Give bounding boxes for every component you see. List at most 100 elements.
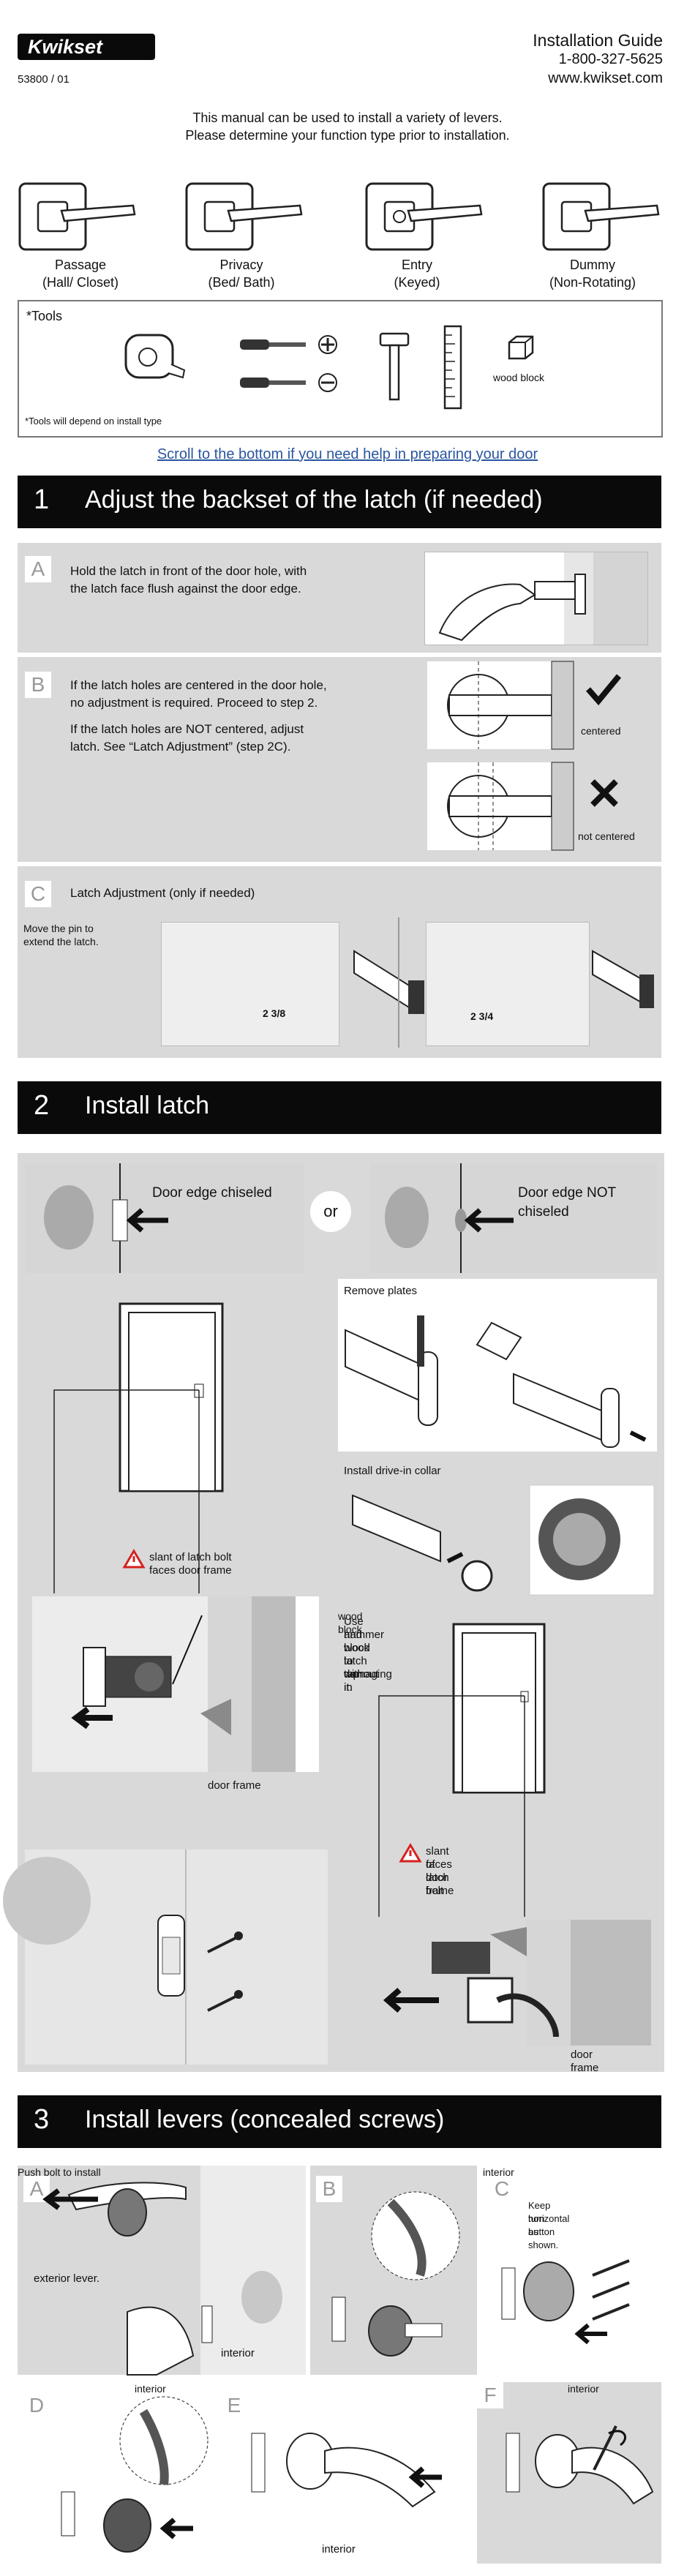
remove-plates-label: Remove plates <box>344 1285 418 1297</box>
tools-note: *Tools will depend on install type <box>25 416 162 427</box>
door-outline-small-icon <box>452 1623 546 1794</box>
step-1a-text-1: Hold the latch in front of the door hole… <box>70 564 307 578</box>
not-chiseled-label-1: Door edge NOT <box>518 1185 617 1201</box>
latch-adjust-diagram-left: 2 3/8 <box>161 922 339 1046</box>
privacy-lever-icon <box>185 182 303 251</box>
dummy-label: Dummy <box>570 258 615 272</box>
latch-install-closeup <box>32 1596 319 1772</box>
passage-label: Passage <box>54 258 107 272</box>
entry-sub: (Keyed) <box>394 275 440 290</box>
privacy-label: Privacy <box>219 258 263 272</box>
latch-extended-icon <box>353 950 424 1014</box>
step-1b-text-4: latch. See “Latch Adjustment” (step 2C). <box>70 740 291 754</box>
latch-standard-icon <box>592 950 654 1008</box>
door-edge-chiseled-panel: Door edge chiseled <box>25 1163 304 1273</box>
website: www.kwikset.com <box>548 70 663 86</box>
door-frame-label-right: door frame <box>571 2049 599 2074</box>
step-1a-text-2: the latch face flush against the door ed… <box>70 582 301 596</box>
exterior-lever-push-icon <box>42 2166 306 2376</box>
step-3f-letter: F <box>477 2382 503 2408</box>
guide-title: Installation Guide <box>533 31 663 50</box>
or-label: or <box>323 1202 338 1220</box>
slant-label-1: slant of latch bolt <box>149 1551 232 1563</box>
step-1c-text-2: extend the latch. <box>23 936 99 947</box>
wood-block-icon <box>508 335 534 360</box>
tools-title: *Tools <box>26 309 63 323</box>
step-1b-letter: B <box>25 672 51 698</box>
step-1c-letter: C <box>25 881 51 907</box>
zoom-lines-right <box>378 1695 525 1917</box>
step-1b-text-2: no adjustment is required. Proceed to st… <box>70 696 318 710</box>
interior-lever-slide-icon <box>251 2433 442 2508</box>
step-2-title: Install latch <box>85 1092 210 1119</box>
step-1c-divider <box>398 917 399 1048</box>
step-1c-title: Latch Adjustment (only if needed) <box>70 886 255 900</box>
slant-label-right-2: faces door frame <box>426 1858 454 1897</box>
step-1a-panel: A Hold the latch in front of the door ho… <box>18 543 661 653</box>
step-3a-text-2: exterior lever. <box>34 2272 100 2285</box>
not-centered-label: not centered <box>578 830 635 842</box>
latch-adjust-diagram-right: 2 3/4 <box>426 922 590 1046</box>
hammer-text-4: latch without <box>344 1655 379 1681</box>
step-3-number: 3 <box>34 2104 50 2135</box>
brand-name: Kwikset <box>28 36 103 58</box>
tape-measure-icon <box>124 334 186 379</box>
turn-button-screws-icon <box>501 2259 630 2345</box>
step-3-title: Install levers (concealed screws) <box>85 2106 445 2133</box>
slant-label-right-1: slant of latch bolt <box>426 1845 449 1897</box>
measure-2-3-4: 2 3/4 <box>470 1010 494 1022</box>
privacy-sub: (Bed/ Bath) <box>208 275 275 290</box>
x-mark-icon <box>590 779 618 807</box>
phillips-screwdriver-icon <box>240 335 337 354</box>
intro-line-1: This manual can be used to install a var… <box>192 110 503 125</box>
passage-sub: (Hall/ Closet) <box>42 275 119 290</box>
step-3a-interior: interior <box>221 2347 255 2359</box>
or-badge: or <box>310 1191 351 1232</box>
ruler-icon <box>443 325 462 410</box>
centered-latch-diagram <box>427 661 574 750</box>
hammer-icon <box>379 332 410 401</box>
step-3c-interior: interior <box>483 2166 514 2178</box>
step-1-header: 1 Adjust the backset of the latch (if ne… <box>18 476 661 528</box>
door-edge-chiseled-label: Door edge chiseled <box>152 1185 272 1201</box>
remove-plates-panel: Remove plates <box>338 1279 657 1452</box>
flathead-screwdriver-icon <box>240 373 337 392</box>
not-chiseled-label-2: chiseled <box>518 1204 569 1220</box>
step-3d-letter: D <box>23 2392 50 2419</box>
dummy-lever-icon <box>542 182 660 251</box>
step-3c-text-1: Keep turn button <box>528 2200 555 2237</box>
slant-label-2: faces door frame <box>149 1564 232 1577</box>
step-3a-text-1: Push bolt to install <box>18 2166 101 2178</box>
step-3b-panel: B <box>310 2166 477 2375</box>
interior-lever-align-icon <box>331 2191 460 2357</box>
step-1a-letter: A <box>25 556 51 582</box>
step-3c-text-2: horizontal as shown. <box>528 2213 570 2250</box>
entry-lever-icon <box>365 182 483 251</box>
step-3e-letter: E <box>221 2392 247 2419</box>
centered-label: centered <box>581 725 621 737</box>
hammer-text-5: damaging it. <box>344 1668 392 1694</box>
door-outline-icon <box>119 1302 224 1492</box>
intro-line-2: Please determine your function type prio… <box>185 128 510 143</box>
step-3e-interior: interior <box>322 2543 356 2556</box>
lever-attach-icon <box>61 2396 209 2553</box>
zoom-lines <box>53 1389 200 1593</box>
warning-triangle-icon <box>122 1549 146 1569</box>
hand-holding-latch-icon <box>438 552 647 645</box>
drive-in-collar-label: Install drive-in collar <box>344 1465 441 1477</box>
step-2-number: 2 <box>34 1090 50 1121</box>
door-edge-not-chiseled-panel: Door edge NOT chiseled <box>370 1163 657 1273</box>
dummy-sub: (Non-Rotating) <box>549 275 636 290</box>
step-3a-panel: A Push bolt to install exterior lever. i… <box>18 2166 306 2376</box>
wood-block-label-2: wood block <box>338 1610 363 1635</box>
door-frame-latch-panel: slant of latch bolt faces door frame doo… <box>25 1279 328 1842</box>
step-1-title: Adjust the backset of the latch (if need… <box>85 486 543 514</box>
tools-box: *Tools wood block *Tools will depend on … <box>18 300 663 438</box>
drive-in-collar-icon <box>352 1484 655 1596</box>
set-screw-tighten-icon <box>506 2425 654 2505</box>
chiseled-door-edge-icon <box>25 1163 304 1273</box>
scroll-help-link[interactable]: Scroll to the bottom if you need help in… <box>157 446 538 462</box>
step-3d-interior: interior <box>135 2383 166 2395</box>
latch-screws-panel <box>3 1850 328 2065</box>
step-1c-text-1: Move the pin to <box>23 923 94 934</box>
